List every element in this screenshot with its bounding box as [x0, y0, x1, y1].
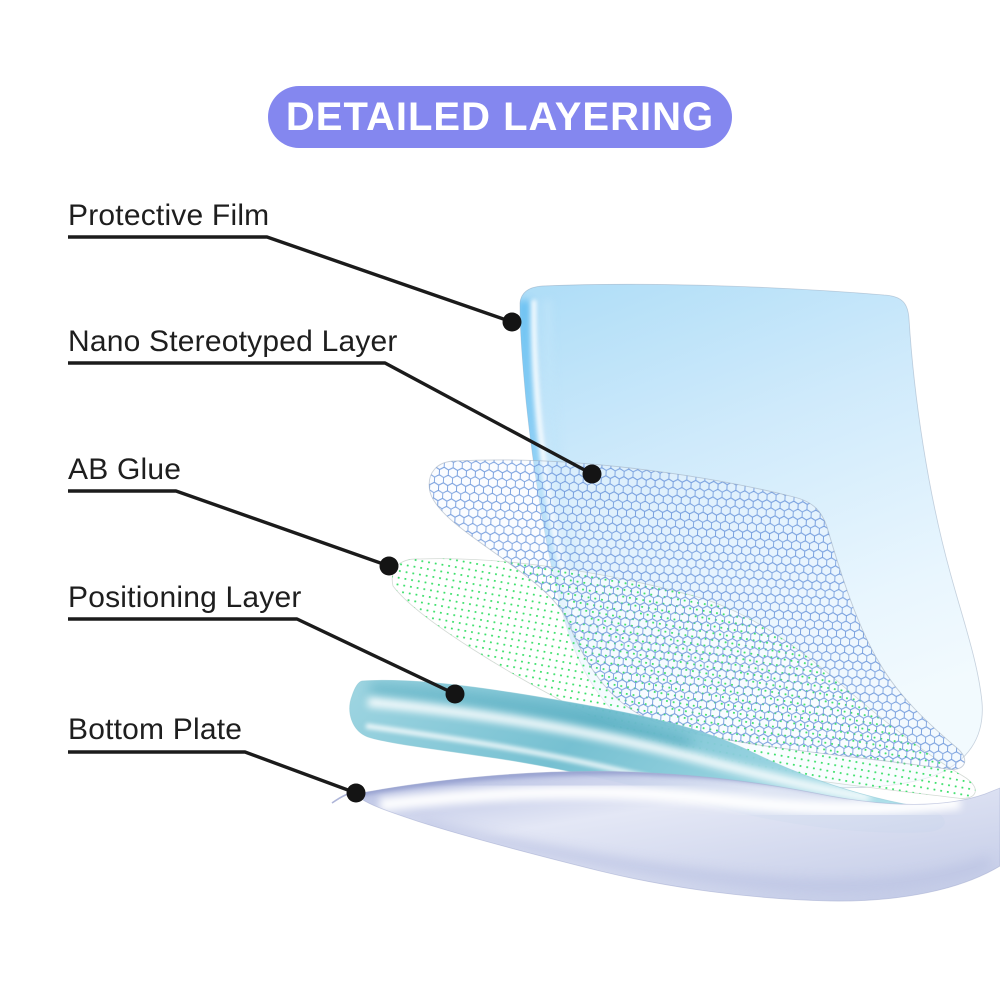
- title-badge: DETAILED LAYERING: [268, 86, 732, 148]
- leader-dot-positioning-layer: [445, 684, 465, 704]
- leader-dot-ab-glue: [379, 556, 399, 576]
- label-ab-glue: AB Glue: [68, 453, 182, 486]
- label-bottom-plate: Bottom Plate: [68, 713, 243, 746]
- leader-dots: [346, 312, 602, 803]
- leader-lines: [68, 235, 593, 795]
- leader-line-protective-film: [68, 235, 513, 324]
- title-text: DETAILED LAYERING: [285, 94, 715, 139]
- leader-line-bottom-plate: [68, 750, 357, 795]
- label-nano-stereotyped-layer: Nano Stereotyped Layer: [68, 325, 398, 358]
- leader-line-ab-glue: [68, 489, 390, 568]
- positioning-layer-shape: [349, 679, 945, 833]
- label-positioning-layer: Positioning Layer: [68, 581, 302, 614]
- label-protective-film: Protective Film: [68, 199, 270, 232]
- leader-line-nano-stereotyped-layer: [68, 361, 593, 476]
- leader-dot-bottom-plate: [346, 783, 366, 803]
- leader-dot-protective-film: [502, 312, 522, 332]
- leader-dot-nano-stereotyped-layer: [582, 464, 602, 484]
- leader-line-positioning-layer: [68, 617, 456, 696]
